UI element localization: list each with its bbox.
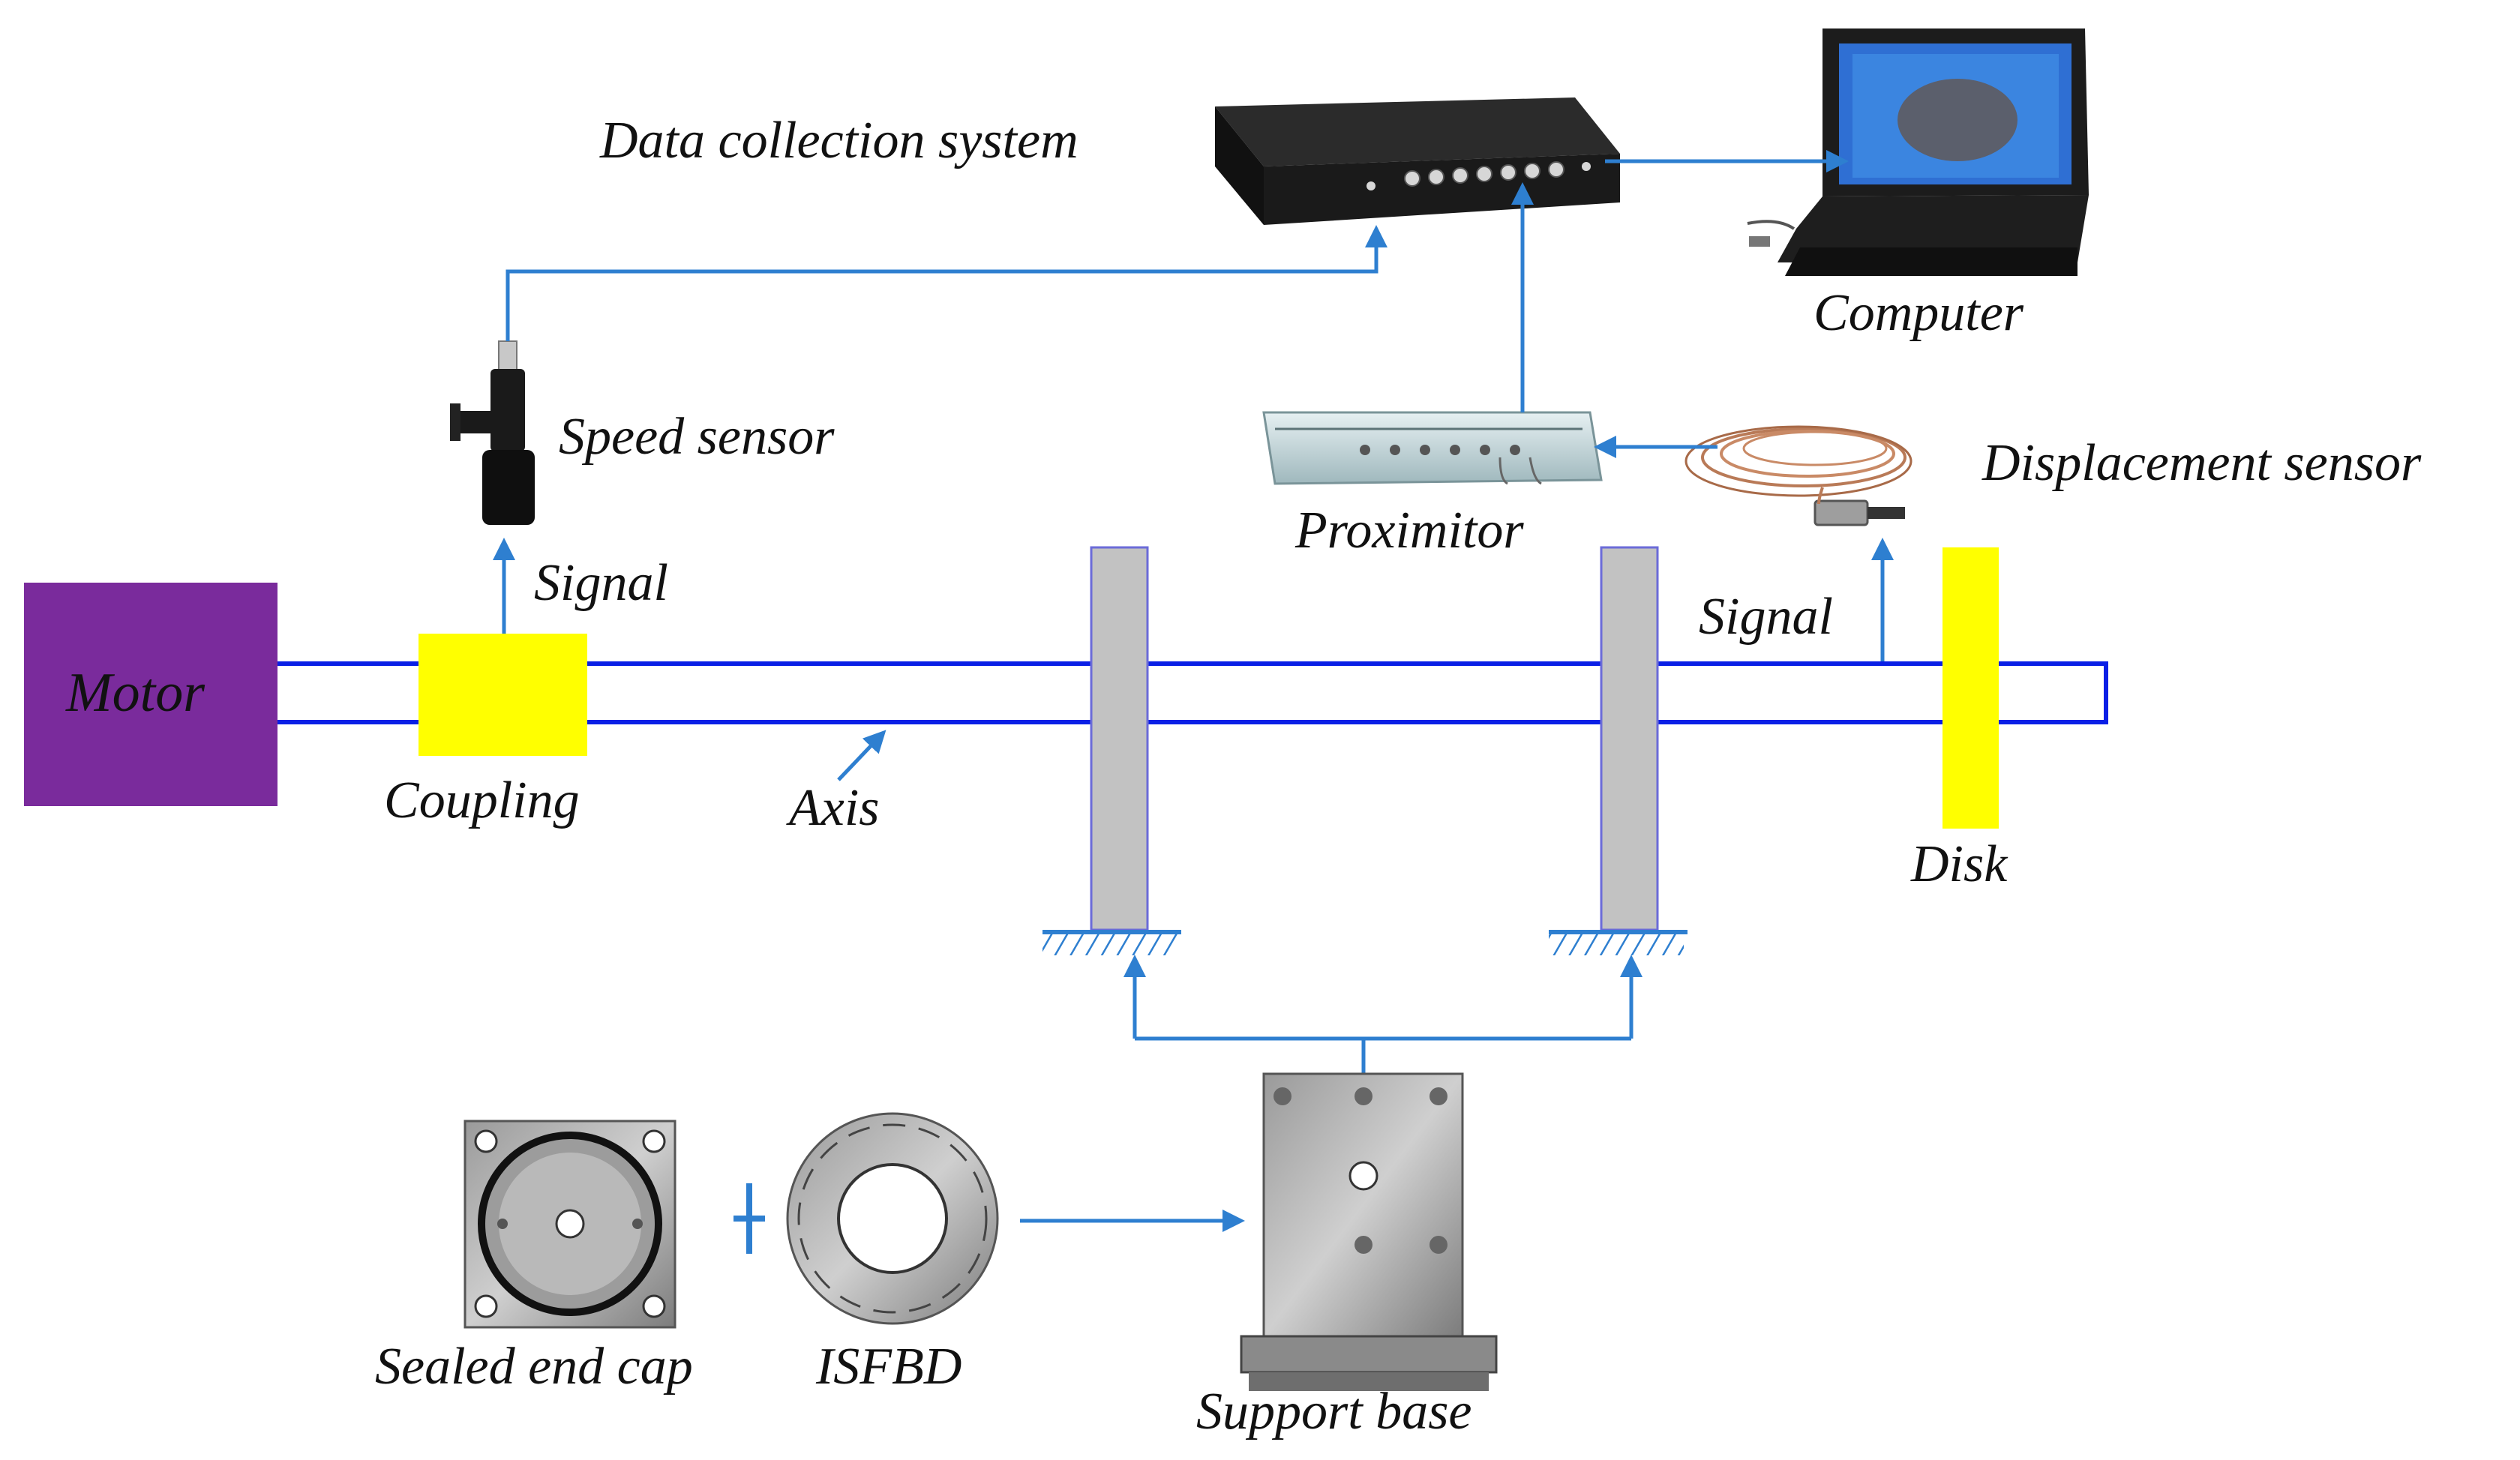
motor-block [24,583,278,806]
bearing-support-right [1549,546,1688,955]
disk-block [1942,547,1999,829]
speed-sensor-device [450,340,535,525]
displacement-sensor-device [1684,425,1912,526]
axis-label: Axis [786,779,880,837]
sealed-end-cap-label: Sealed end cap [375,1338,693,1396]
coupling-block [418,634,587,756]
laptop-computer [1747,28,2089,276]
signal-label-left: Signal [534,554,668,612]
data-collection-label: Data collection system [599,112,1078,169]
proximitor-label: Proximitor [1294,502,1524,559]
signal-flow-lines [493,150,1894,1232]
bearing-support-left [1042,546,1181,955]
data-collection-device [1215,97,1620,225]
signal-label-right: Signal [1699,588,1833,646]
sealed-end-cap-photo [464,1120,676,1329]
support-base-label: Support base [1196,1383,1472,1441]
isfbd-photo [786,1112,999,1325]
plus-icon [734,1183,765,1254]
displacement-sensor-label: Displacement sensor [1982,434,2422,492]
proximitor-device [1262,411,1603,485]
motor-label: Motor [65,662,206,724]
support-base-photo [1240,1072,1498,1391]
isfbd-label: ISFBD [815,1338,962,1396]
computer-label: Computer [1814,284,2024,342]
disk-label: Disk [1910,835,2008,893]
speed-sensor-label: Speed sensor [559,408,835,466]
device-channel-ports [1366,161,1591,190]
coupling-label: Coupling [384,772,580,829]
